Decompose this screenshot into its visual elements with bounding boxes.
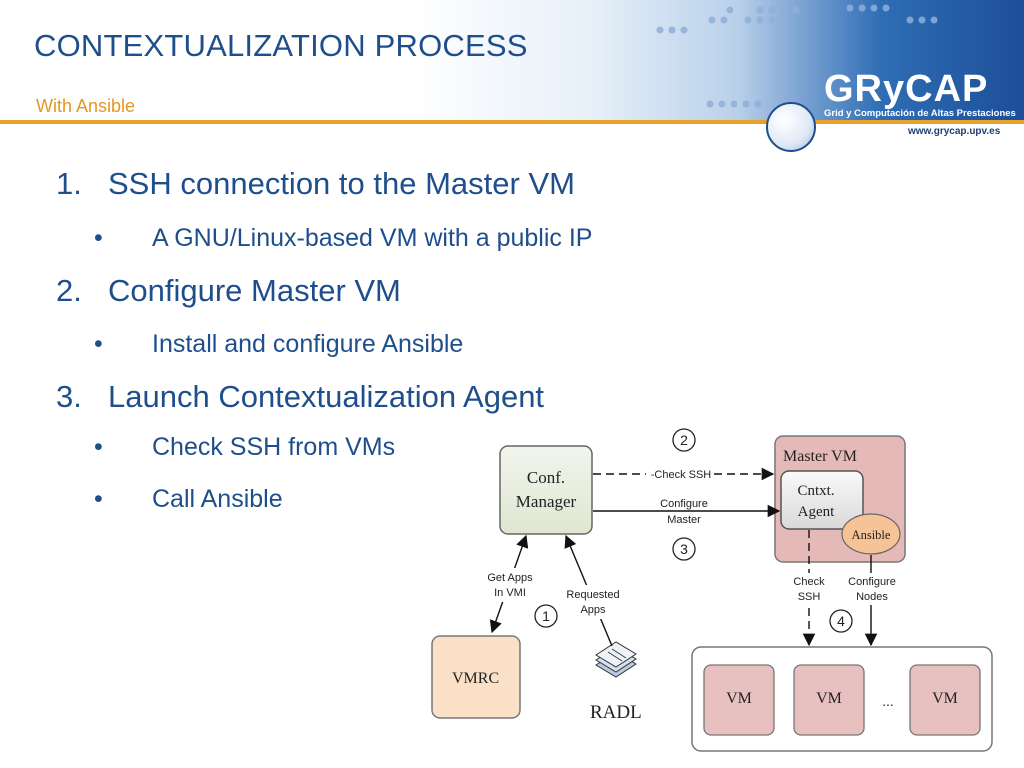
vm-pool: VM VM ... VM — [691, 646, 993, 752]
header-rule — [0, 120, 1024, 124]
cntxt-agent-node: Cntxt. Agent — [780, 470, 864, 530]
edge-label-check-ssh-vms-2: SSH — [798, 591, 821, 603]
logo-name: GRyCAP — [824, 68, 989, 110]
edge-configure-master: Configure Master — [593, 498, 781, 526]
header-band — [0, 0, 1024, 122]
bullet-dot-icon: • — [94, 433, 103, 461]
step-number: 2. — [56, 273, 82, 308]
master-vm-node: Master VM — [774, 435, 906, 563]
step-text: Configure Master VM — [108, 273, 401, 308]
bullet-dot-icon: • — [94, 224, 103, 252]
bullet-dot-icon: • — [94, 485, 103, 513]
vmrc-label: VMRC — [452, 670, 499, 687]
step-number: 1. — [56, 166, 82, 201]
bullet-dot-icon: • — [94, 330, 103, 358]
edge-configure-nodes: Configure Nodes — [842, 555, 902, 647]
edge-label-configure-master-2: Master — [667, 514, 701, 526]
edge-label-configure-nodes-2: Nodes — [856, 591, 888, 603]
edge-label-check-ssh-vms-1: Check — [793, 576, 825, 588]
edge-requested-apps: Requested Apps — [560, 534, 626, 647]
radl-documents-icon — [595, 641, 637, 678]
vm-label: VM — [726, 690, 752, 707]
cntxt-agent-label-line2: Agent — [798, 504, 835, 520]
radl-label: RADL — [590, 702, 642, 723]
edge-label-requested-apps-1: Requested — [566, 589, 619, 601]
step-marker-label: 3 — [680, 541, 688, 557]
bullet-text: Call Ansible — [152, 485, 283, 513]
edge-label-check-ssh: -Check SSH — [651, 469, 712, 481]
edge-label-configure-nodes-1: Configure — [848, 576, 896, 588]
conf-manager-label-line2: Manager — [516, 492, 577, 511]
edge-label-requested-apps-2: Apps — [580, 604, 606, 616]
edge-label-get-apps-2: In VMI — [494, 587, 526, 599]
conf-manager-label-line1: Conf. — [527, 468, 565, 487]
vmrc-node: VMRC — [431, 635, 521, 719]
edge-label-get-apps-1: Get Apps — [487, 572, 533, 584]
slide-title: CONTEXTUALIZATION PROCESS — [34, 28, 528, 63]
step-marker: 2 — [672, 428, 696, 452]
bullet-text: Install and configure Ansible — [152, 330, 464, 358]
vm-label: VM — [816, 690, 842, 707]
vm-node: VM — [703, 664, 775, 736]
step-marker-label: 2 — [680, 432, 688, 448]
vm-node: VM — [909, 664, 981, 736]
bullet-text: Check SSH from VMs — [152, 433, 396, 461]
ansible-label: Ansible — [852, 528, 891, 542]
header-dot-pattern — [656, 4, 938, 108]
grycap-globe-icon — [766, 102, 816, 152]
step-text: Launch Contextualization Agent — [108, 379, 545, 414]
edge-check-ssh-vms: Check SSH — [786, 530, 832, 647]
step-number: 3. — [56, 379, 82, 414]
vm-ellipsis: ... — [882, 693, 894, 709]
step-marker-label: 1 — [542, 608, 550, 624]
bullet-text: A GNU/Linux-based VM with a public IP — [152, 224, 593, 252]
vm-label: VM — [932, 690, 958, 707]
cntxt-agent-label-line1: Cntxt. — [797, 483, 834, 499]
step-marker: 4 — [829, 609, 853, 633]
step-text: SSH connection to the Master VM — [108, 166, 575, 201]
ansible-node: Ansible — [841, 513, 901, 555]
slide-subtitle: With Ansible — [36, 96, 136, 116]
logo-tagline: Grid y Computación de Altas Prestaciones — [824, 108, 1016, 119]
edge-get-apps: Get Apps In VMI — [478, 534, 542, 634]
master-vm-label: Master VM — [783, 448, 857, 465]
step-marker: 1 — [534, 604, 558, 628]
step-marker: 3 — [672, 537, 696, 561]
vm-node: VM — [793, 664, 865, 736]
edge-label-configure-master-1: Configure — [660, 498, 708, 510]
conf-manager-node: Conf. Manager — [499, 445, 593, 535]
radl-node: RADL — [590, 641, 642, 723]
edge-check-ssh: -Check SSH — [593, 467, 775, 481]
grycap-logo: GRyCAP Grid y Computación de Altas Prest… — [756, 66, 1016, 152]
step-marker-label: 4 — [837, 613, 845, 629]
logo-url: www.grycap.upv.es — [908, 126, 1001, 137]
